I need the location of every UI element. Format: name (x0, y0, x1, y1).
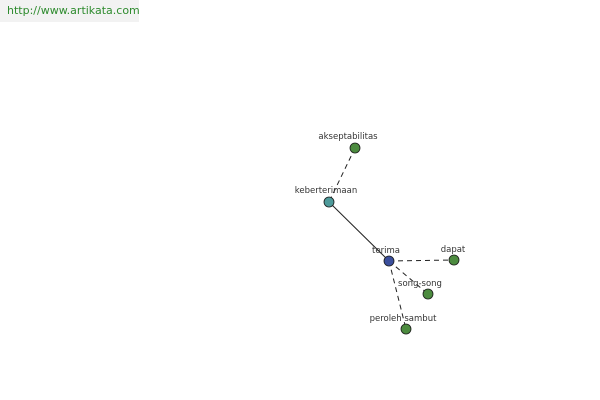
node-label-keberterimaan[interactable]: keberterimaan (295, 186, 357, 196)
edges-layer (328, 147, 455, 330)
source-url-link[interactable]: http://www.artikata.com (0, 0, 140, 22)
node-label-song-song[interactable]: song-song (398, 279, 442, 289)
node-akseptabilitas[interactable] (349, 142, 361, 154)
node-label-akseptabilitas[interactable]: akseptabilitas (318, 132, 378, 142)
node-terima[interactable] (383, 255, 395, 267)
node-song-song[interactable] (422, 288, 434, 300)
edge-keberterimaan-terima (328, 201, 390, 262)
edge-akseptabilitas-keberterimaan (328, 147, 356, 203)
node-dapat[interactable] (448, 254, 460, 266)
node-keberterimaan[interactable] (323, 196, 335, 208)
edge-terima-peroleh-sambut (388, 260, 407, 330)
node-label-dapat[interactable]: dapat (441, 245, 466, 255)
node-peroleh-sambut[interactable] (400, 323, 412, 335)
labels-layer: akseptabilitas keberterimaan terima dapat so… (295, 132, 466, 324)
nodes-layer (323, 142, 460, 335)
node-label-terima[interactable]: terima (372, 246, 400, 256)
node-label-peroleh-sambut[interactable]: peroleh sambut (370, 314, 438, 324)
edge-terima-dapat (388, 259, 455, 262)
edge-terima-song-song (388, 260, 429, 295)
